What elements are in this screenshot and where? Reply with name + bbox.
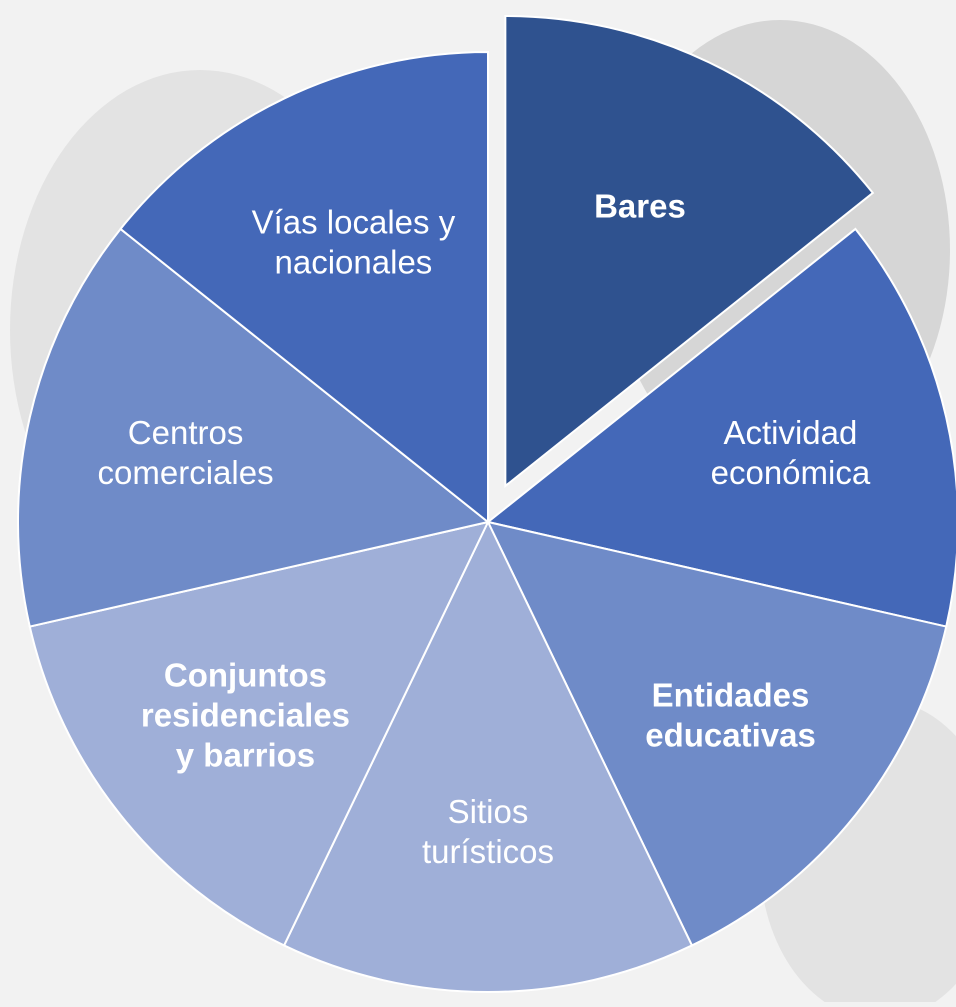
label-line: Sitios (448, 793, 529, 830)
label-line: Vías locales y (252, 204, 456, 241)
segment-vias-locales (119, 50, 489, 525)
label-line: educativas (645, 716, 816, 753)
label-line: Entidades (652, 676, 810, 713)
label-line: residenciales (141, 696, 350, 733)
segment-sitios-turisticos (282, 519, 694, 993)
segment-actividad-economica (485, 227, 956, 628)
segment-bares (504, 14, 875, 489)
segment-conjuntos-residenciales (28, 520, 490, 947)
label-bares: Bares (594, 187, 686, 224)
label-line: comerciales (98, 454, 274, 491)
label-line: y barrios (176, 736, 315, 773)
label-line: Bares (594, 187, 686, 224)
segments-group (17, 14, 956, 993)
label-line: Actividad (723, 414, 857, 451)
segment-centros-comerciales (17, 227, 491, 628)
label-line: Conjuntos (164, 656, 327, 693)
label-line: nacionales (275, 244, 433, 281)
label-line: turísticos (422, 833, 554, 870)
segment-entidades-educativas (486, 520, 948, 947)
label-line: Centros (128, 414, 244, 451)
label-line: económica (711, 454, 871, 491)
